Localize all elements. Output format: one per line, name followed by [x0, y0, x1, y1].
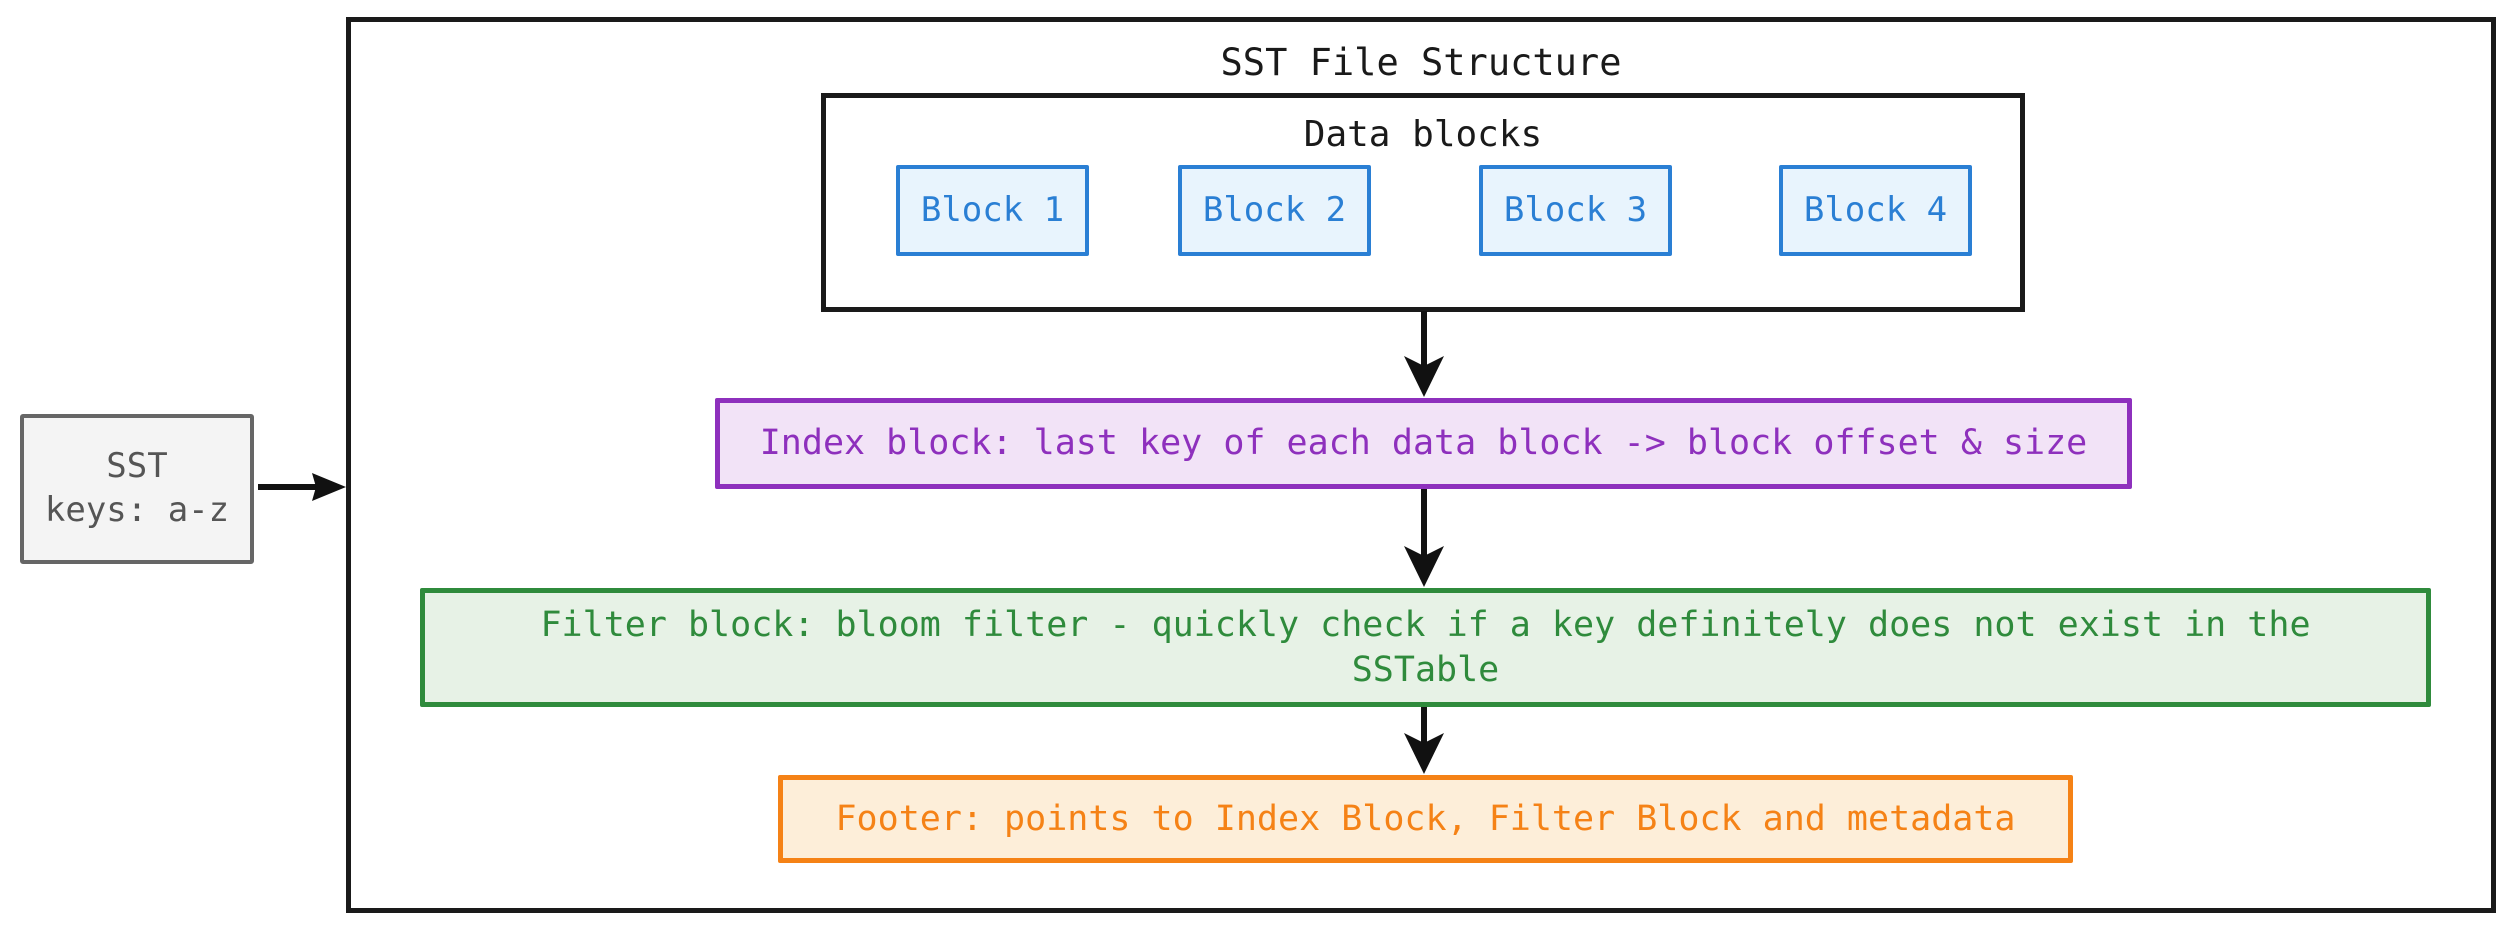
data-block-3[interactable]: Block 3 — [1479, 165, 1672, 256]
data-block-2[interactable]: Block 2 — [1178, 165, 1371, 256]
filter-block-node[interactable]: Filter block: bloom filter - quickly che… — [420, 588, 2431, 707]
sst-source-line-2: keys: a-z — [44, 490, 230, 530]
footer-block-label: Footer: points to Index Block, Filter Bl… — [835, 798, 2016, 839]
sst-source-line-1: SST — [106, 446, 168, 487]
index-block-label: Index block: last key of each data block… — [759, 423, 2088, 464]
data-block-4[interactable]: Block 4 — [1779, 165, 1972, 256]
edge-source-to-structure — [258, 473, 346, 501]
index-block-node[interactable]: Index block: last key of each data block… — [715, 398, 2132, 489]
sst-file-structure-title: SST File Structure — [1220, 41, 1622, 84]
sst-source-node[interactable]: SST keys: a-z — [20, 414, 254, 564]
data-blocks-title: Data blocks — [1303, 114, 1543, 155]
footer-block-node[interactable]: Footer: points to Index Block, Filter Bl… — [778, 775, 2073, 863]
filter-block-label: Filter block: bloom filter - quickly che… — [540, 604, 2311, 690]
data-blocks-container[interactable]: Data blocks Block 1 Block 2 Block 3 Bloc… — [821, 93, 2025, 312]
data-block-1[interactable]: Block 1 — [896, 165, 1089, 256]
